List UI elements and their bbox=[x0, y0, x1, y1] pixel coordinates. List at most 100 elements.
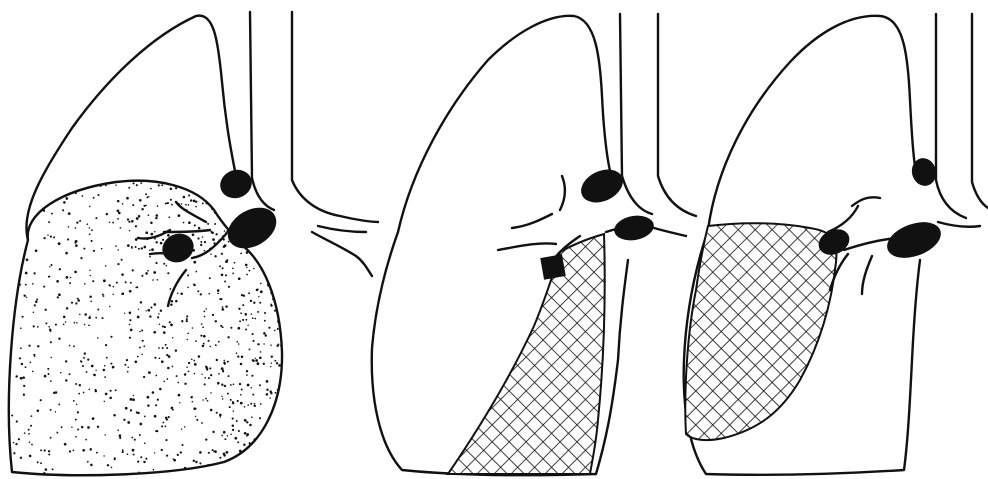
stipple-dot bbox=[141, 476, 144, 479]
stipple-dot bbox=[32, 283, 34, 285]
stipple-dot bbox=[268, 285, 270, 287]
stipple-dot bbox=[97, 426, 99, 428]
stipple-dot bbox=[178, 394, 181, 397]
stipple-dot bbox=[50, 380, 52, 382]
stipple-dot bbox=[271, 205, 273, 207]
stipple-dot bbox=[30, 415, 32, 417]
stipple-dot bbox=[96, 452, 98, 454]
stipple-dot bbox=[283, 211, 285, 213]
stipple-dot bbox=[257, 289, 259, 291]
stipple-dot bbox=[198, 186, 200, 188]
stipple-dot bbox=[190, 199, 192, 201]
stipple-dot bbox=[23, 394, 25, 396]
stipple-dot bbox=[139, 199, 142, 202]
stipple-dot bbox=[284, 436, 287, 439]
stipple-dot bbox=[109, 306, 111, 308]
stipple-dot bbox=[25, 284, 27, 286]
stipple-dot bbox=[11, 414, 13, 416]
stipple-dot bbox=[215, 344, 217, 346]
stipple-dot bbox=[49, 328, 51, 330]
stipple-dot bbox=[239, 383, 241, 385]
stipple-dot bbox=[35, 249, 38, 252]
stipple-dot bbox=[153, 331, 156, 334]
stipple-dot bbox=[266, 393, 269, 396]
stipple-dot bbox=[218, 193, 220, 195]
stipple-dot bbox=[174, 177, 177, 180]
stipple-dot bbox=[132, 449, 135, 452]
panel-2 bbox=[372, 14, 696, 475]
stipple-dot bbox=[135, 225, 137, 227]
stipple-dot bbox=[33, 325, 35, 327]
stipple-dot bbox=[238, 277, 241, 280]
stipple-dot bbox=[232, 273, 234, 275]
stipple-dot bbox=[87, 358, 89, 360]
stipple-dot bbox=[243, 443, 245, 445]
stipple-dot bbox=[161, 184, 163, 186]
stipple-dot bbox=[186, 318, 188, 320]
stipple-dot bbox=[199, 462, 201, 464]
stipple-dot bbox=[258, 296, 259, 297]
stipple-dot bbox=[222, 267, 224, 269]
stipple-dot bbox=[112, 294, 113, 295]
stipple-dot bbox=[177, 293, 179, 295]
stipple-dot bbox=[219, 414, 222, 417]
stipple-dot bbox=[12, 198, 15, 201]
stipple-dot bbox=[274, 330, 276, 332]
stipple-dot bbox=[157, 279, 159, 281]
stipple-dot bbox=[123, 419, 125, 421]
stipple-dot bbox=[47, 368, 49, 370]
stipple-dot bbox=[171, 407, 174, 410]
panel-3-node-hilar-right bbox=[882, 215, 946, 264]
stipple-dot bbox=[89, 448, 92, 451]
stipple-dot bbox=[148, 309, 151, 312]
stipple-dot bbox=[174, 186, 176, 188]
stipple-dot bbox=[124, 364, 126, 366]
stipple-dot bbox=[233, 410, 235, 412]
stipple-dot bbox=[70, 277, 72, 279]
stipple-dot bbox=[264, 452, 266, 454]
stipple-dot bbox=[165, 425, 167, 427]
stipple-dot bbox=[267, 468, 269, 470]
stipple-dot bbox=[111, 467, 113, 469]
stipple-dot bbox=[89, 316, 90, 317]
stipple-dot bbox=[25, 272, 28, 275]
stipple-dot bbox=[67, 238, 69, 240]
stipple-dot bbox=[28, 433, 30, 435]
stipple-dot bbox=[138, 309, 139, 310]
stipple-dot bbox=[105, 344, 107, 346]
stipple-dot bbox=[212, 188, 214, 190]
stipple-dot bbox=[166, 347, 168, 349]
stipple-dot bbox=[214, 255, 216, 257]
stipple-dot bbox=[101, 317, 103, 319]
stipple-dot bbox=[217, 382, 220, 385]
stipple-dot bbox=[268, 255, 271, 258]
stipple-dot bbox=[200, 293, 202, 295]
stipple-dot bbox=[89, 227, 91, 229]
stipple-dot bbox=[8, 459, 10, 461]
stipple-dot bbox=[195, 206, 197, 208]
stipple-dot bbox=[20, 457, 22, 459]
stipple-dot bbox=[197, 237, 199, 239]
stipple-dot bbox=[130, 329, 133, 332]
stipple-dot bbox=[14, 241, 16, 243]
stipple-dot bbox=[219, 265, 221, 267]
stipple-dot bbox=[150, 233, 153, 236]
stipple-dot bbox=[192, 401, 194, 403]
stipple-dot bbox=[73, 345, 75, 347]
stipple-dot bbox=[217, 475, 219, 477]
stipple-dot bbox=[221, 396, 222, 397]
stipple-dot bbox=[222, 398, 224, 400]
stipple-dot bbox=[224, 363, 226, 365]
stipple-dot bbox=[183, 222, 185, 224]
stipple-dot bbox=[244, 419, 247, 422]
stipple-dot bbox=[266, 389, 268, 391]
stipple-dot bbox=[165, 202, 167, 204]
stipple-dot bbox=[60, 372, 62, 374]
stipple-dot bbox=[101, 248, 103, 250]
stipple-dot bbox=[230, 433, 232, 435]
stipple-dot bbox=[45, 468, 48, 471]
stipple-dot bbox=[242, 304, 244, 306]
stipple-dot bbox=[152, 279, 154, 281]
stipple-dot bbox=[161, 425, 163, 427]
